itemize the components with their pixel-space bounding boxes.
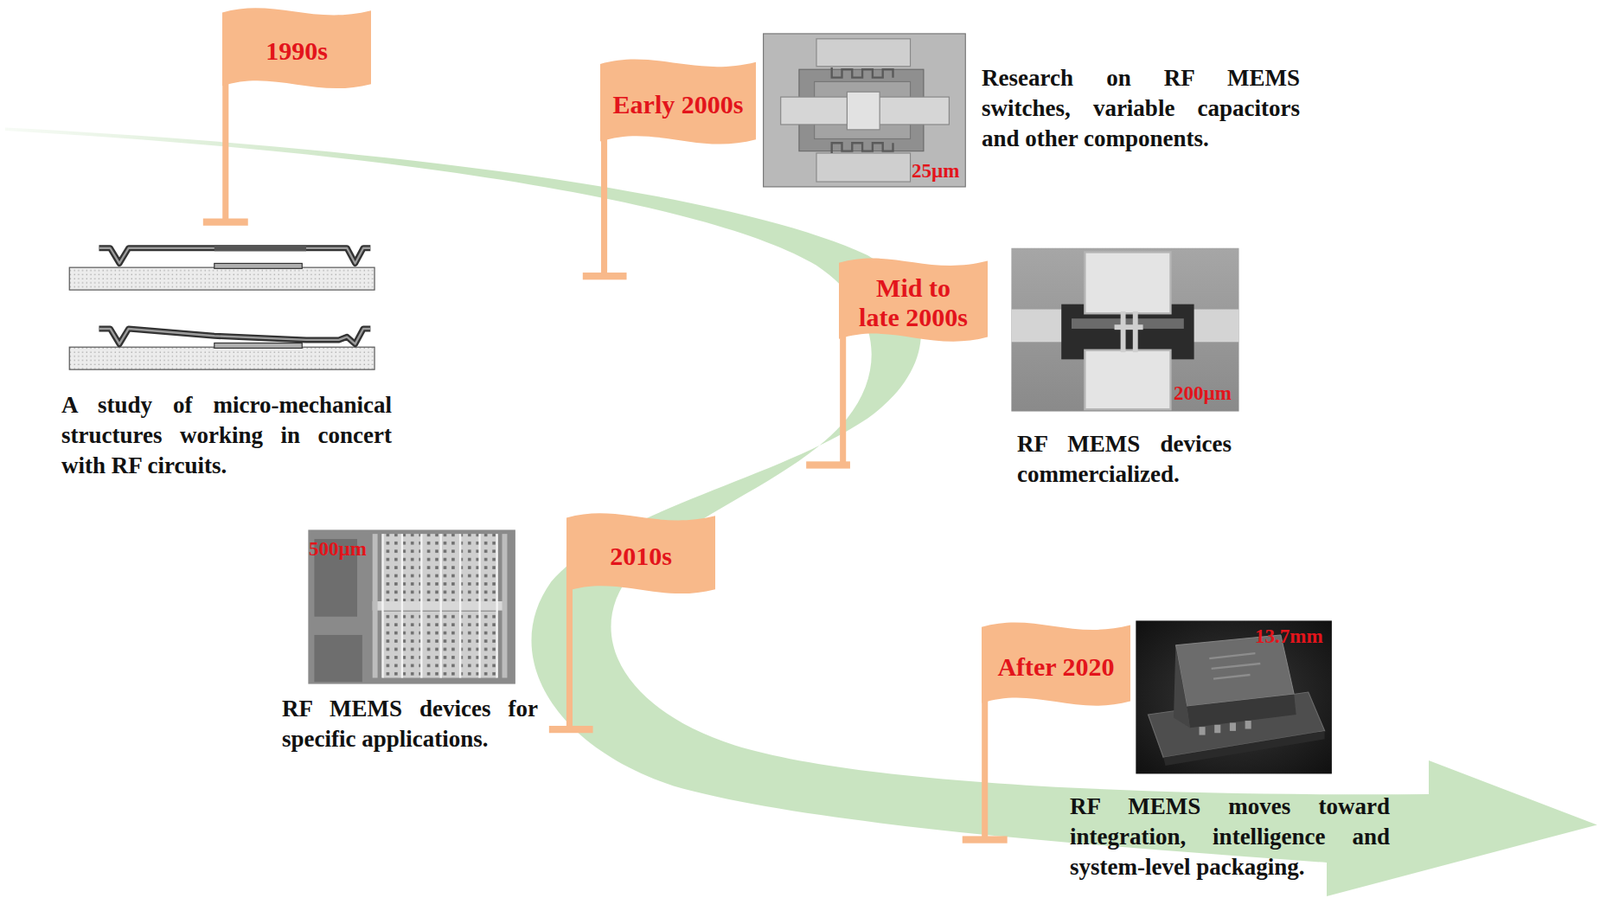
side-rail — [372, 533, 378, 678]
micrograph-frame — [763, 33, 967, 187]
year-label: After 2020 — [984, 652, 1128, 682]
divider — [401, 533, 404, 678]
meander-spring — [832, 67, 894, 78]
scale-bar-label: 500µm — [308, 538, 367, 560]
year-label: 1990s — [227, 36, 366, 66]
year-label: Mid to late 2000s — [856, 273, 972, 333]
side-rail — [502, 533, 508, 678]
flag-fill — [566, 512, 716, 594]
flag-banner: After 2020 — [981, 619, 1131, 715]
anchor-pad — [816, 38, 911, 67]
pole-foot — [962, 835, 1008, 843]
meander-spring — [832, 142, 894, 154]
description-text: A study of micro-mechanical structures w… — [61, 390, 392, 481]
beam-core — [98, 328, 371, 345]
bond-pad — [313, 634, 362, 682]
timeline-swoosh — [5, 128, 1598, 897]
package-photo — [1135, 620, 1332, 774]
device-micrograph — [1011, 248, 1239, 412]
divider — [381, 533, 384, 678]
scale-bar-label: 25µm — [911, 160, 960, 182]
photo-frame — [1135, 620, 1332, 774]
description-text: RF MEMS devices for specific application… — [281, 693, 538, 755]
pole-foot — [582, 272, 628, 280]
signal-pad — [1191, 309, 1239, 343]
description-text: Research on RF MEMS switches, variable c… — [981, 63, 1300, 154]
flag-fill — [981, 621, 1131, 705]
beam-thick-part — [214, 244, 307, 251]
pin — [1245, 720, 1252, 729]
description-text: RF MEMS devices commercialized. — [1017, 428, 1232, 490]
year-label: 2010s — [571, 541, 711, 571]
plate-square — [1084, 251, 1171, 314]
electrode — [214, 342, 302, 348]
substrate — [69, 267, 375, 290]
package-side — [1173, 645, 1191, 729]
divider — [459, 533, 461, 678]
substrate — [69, 346, 375, 370]
flag-fill — [222, 7, 372, 89]
contact-plate — [846, 91, 880, 130]
package-front — [1186, 693, 1296, 728]
tether — [1114, 324, 1144, 330]
year-label: Early 2000s — [603, 89, 753, 120]
micrograph-frame — [1011, 248, 1239, 412]
flag-banner: Early 2000s — [600, 56, 756, 154]
switch-micrograph — [763, 33, 967, 187]
flag-banner: 1990s — [222, 5, 372, 97]
flag-banner: Mid to late 2000s — [838, 255, 988, 351]
anchor-pad — [816, 153, 911, 182]
micrograph-frame — [307, 529, 516, 684]
divider — [440, 533, 442, 678]
pin — [1229, 722, 1236, 730]
scale-bar-label: 200µm — [1173, 383, 1232, 404]
electrode — [214, 262, 302, 269]
plate-dividers — [383, 533, 498, 678]
divider — [420, 533, 423, 678]
signal-pad — [1011, 309, 1064, 343]
pin — [1214, 724, 1221, 733]
divider — [495, 533, 498, 678]
carrier-edge — [1163, 730, 1325, 766]
divider — [478, 533, 480, 678]
switch-cross-section — [69, 244, 375, 370]
artwork-group — [5, 33, 1598, 896]
scale-bar-label: 13.7mm — [1254, 626, 1324, 647]
plate-square — [1084, 350, 1171, 410]
tether — [1120, 311, 1127, 352]
flag-banner: 2010s — [566, 510, 716, 602]
pole-foot — [203, 218, 249, 226]
beam-outline — [98, 328, 371, 345]
package-marking — [1209, 652, 1261, 679]
center-bar — [372, 601, 504, 611]
pole-foot — [549, 725, 594, 733]
pin — [1199, 726, 1206, 735]
tether — [1132, 311, 1139, 352]
flag-fill — [600, 59, 756, 145]
flag-fill — [838, 257, 988, 341]
pole-foot — [806, 460, 851, 468]
package-pins — [1199, 720, 1252, 736]
array-micrograph — [307, 529, 516, 684]
description-text: RF MEMS moves toward integration, intell… — [1069, 791, 1390, 883]
